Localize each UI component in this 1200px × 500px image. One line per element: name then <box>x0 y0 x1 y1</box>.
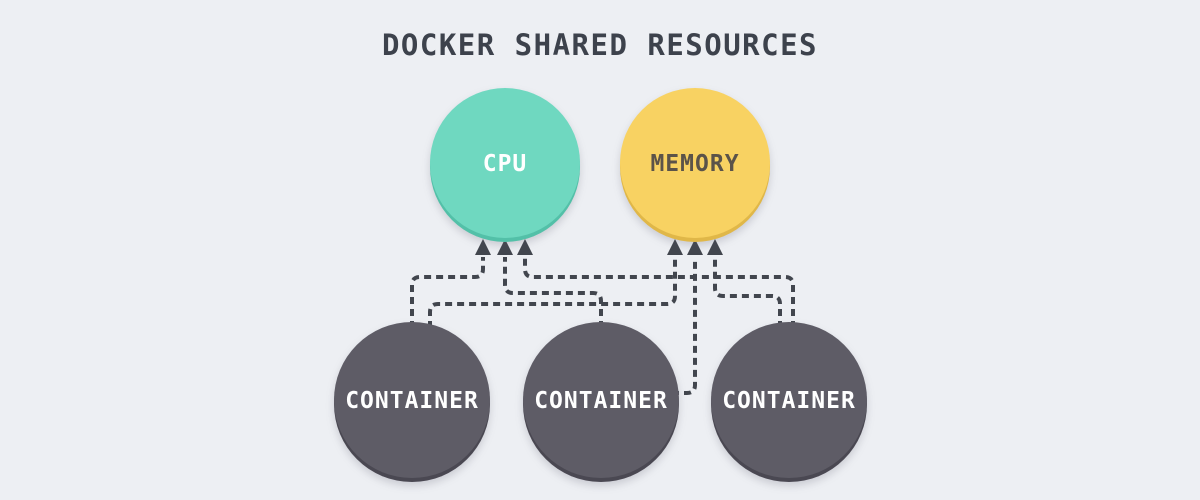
edge-container-3-to-memory <box>707 239 782 328</box>
container-1-to-cpu-arrowhead-icon <box>475 239 491 255</box>
edge-container-1-to-memory <box>428 239 683 328</box>
container-3-to-cpu-arrowhead-icon <box>517 239 533 255</box>
edge-container-2-to-memory <box>672 239 703 395</box>
container-1-to-memory-line <box>428 257 677 328</box>
container-1-to-memory-arrowhead-icon <box>667 239 683 255</box>
node-cpu: CPU <box>430 88 580 242</box>
node-container-2: CONTAINER <box>523 322 679 482</box>
node-container-1-label: CONTAINER <box>345 388 479 414</box>
container-2-to-memory-arrowhead-icon <box>687 239 703 255</box>
node-container-1-circle <box>334 322 490 478</box>
node-container-1: CONTAINER <box>334 322 490 482</box>
node-memory-circle <box>620 88 770 238</box>
container-3-to-memory-arrowhead-icon <box>707 239 723 255</box>
edge-container-3-to-cpu <box>517 239 795 328</box>
node-container-3-circle <box>711 322 867 478</box>
node-container-3: CONTAINER <box>711 322 867 482</box>
node-cpu-circle <box>430 88 580 238</box>
diagram-title: DOCKER SHARED RESOURCES <box>381 28 819 62</box>
edge-container-2-to-cpu <box>497 239 603 328</box>
container-2-to-memory-line <box>672 257 697 395</box>
container-3-to-memory-line <box>713 257 782 328</box>
node-container-2-circle <box>523 322 679 478</box>
node-cpu-label: CPU <box>483 151 528 177</box>
container-1-to-cpu-line <box>410 257 485 328</box>
node-memory: MEMORY <box>620 88 770 242</box>
container-2-to-cpu-line <box>503 257 603 328</box>
container-3-to-cpu-line <box>523 257 795 328</box>
node-container-2-label: CONTAINER <box>534 388 668 414</box>
container-2-to-cpu-arrowhead-icon <box>497 239 513 255</box>
edge-container-1-to-cpu <box>410 239 491 328</box>
node-container-3-label: CONTAINER <box>722 388 856 414</box>
node-memory-label: MEMORY <box>650 151 739 177</box>
